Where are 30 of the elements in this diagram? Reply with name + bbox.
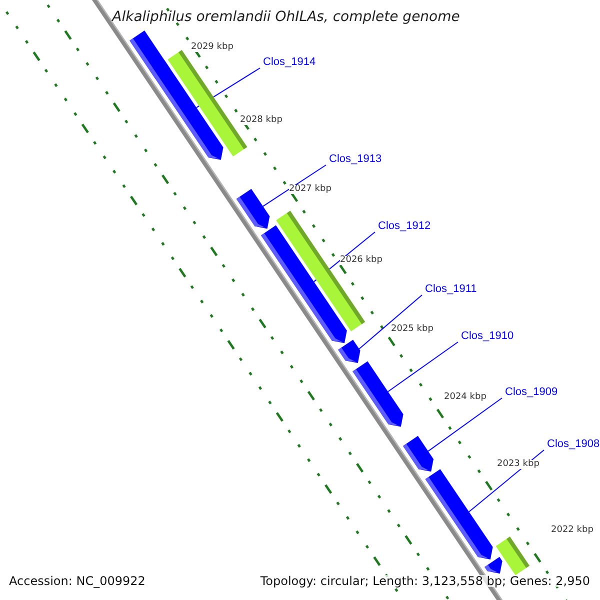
scale-label: 2026 kbp	[340, 256, 382, 265]
gene-label: Clos_1914	[263, 57, 316, 68]
leader-line	[428, 398, 502, 452]
genome-info-text: Topology: circular; Length: 3,123,558 bp; Genes: 2,950	[260, 574, 590, 587]
scale-label: 2023 kbp	[497, 460, 540, 469]
scale-label: 2029 kbp	[191, 42, 234, 52]
scale-label: 2028 kbp	[240, 116, 282, 125]
gene-label: Clos_1912	[378, 221, 431, 232]
gene-label: Clos_1911	[425, 284, 477, 296]
leader-line	[388, 342, 458, 392]
gene-block	[352, 361, 404, 427]
gene-label: Clos_1908	[547, 439, 600, 450]
gene-label: Clos_1913	[329, 154, 382, 166]
scale-label: 2025 kbp	[391, 324, 434, 334]
gene-label: Clos_1910	[461, 331, 514, 342]
scale-label: 2024 kbp	[444, 392, 486, 402]
gene-block	[338, 340, 360, 363]
gene-block	[484, 556, 502, 574]
gene-block	[150, 60, 224, 160]
gene-block	[425, 469, 493, 560]
accession-text: Accession: NC_009922	[9, 574, 146, 587]
scale-label: 2027 kbp	[289, 184, 332, 194]
leader-line	[468, 450, 544, 512]
leader-line	[262, 164, 326, 207]
gene-label: Clos_1909	[505, 387, 558, 398]
gene-block	[236, 188, 270, 229]
scale-label: 2022 kbp	[551, 526, 594, 535]
leader-line	[358, 294, 422, 350]
title: Alkaliphilus oremlandii OhILAs, complete genome	[110, 10, 461, 24]
gene-block	[403, 436, 434, 472]
